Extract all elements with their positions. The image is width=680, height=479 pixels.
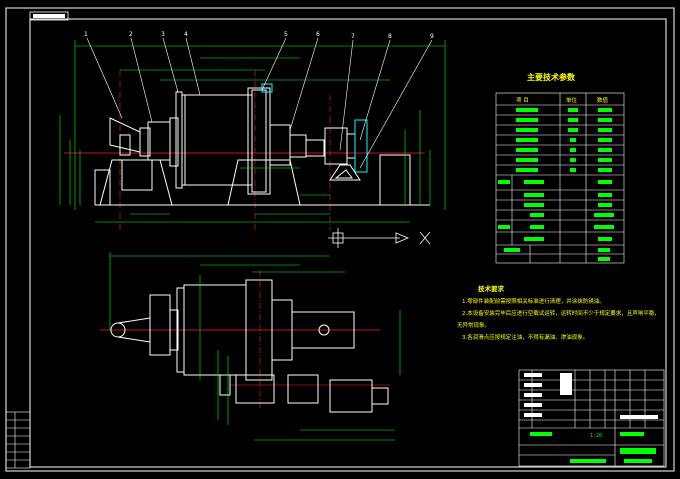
drive-unit [305, 119, 368, 181]
title-block [518, 369, 665, 467]
balloon-8: 8 [388, 33, 392, 40]
balloon-7: 7 [351, 33, 355, 40]
balloon-5: 5 [284, 31, 288, 38]
outer-frame [5, 7, 675, 472]
balloon-3: 3 [161, 31, 165, 38]
left-bearing [99, 159, 173, 206]
feed-end [109, 117, 171, 161]
balloon-1: 1 [84, 31, 88, 38]
balloon-2: 2 [129, 31, 133, 38]
header-item: 项 目 [516, 97, 529, 104]
view-direction-arrow [328, 228, 431, 248]
balloon-6: 6 [316, 31, 320, 38]
inner-frame [29, 18, 667, 468]
note-3: 3.各润滑点应按规定注油，不得有漏油、渗油现象。 [462, 333, 588, 341]
leader-lines [86, 37, 433, 169]
top-dimensions [59, 40, 446, 223]
title-stamp-fill [33, 14, 65, 18]
balloon-9: 9 [430, 33, 434, 40]
plan-drive [219, 374, 389, 413]
table-headers: 项 目 单位 数值 [516, 96, 609, 104]
parameter-table [495, 92, 625, 264]
mill-cylinder [169, 91, 253, 189]
left-margin-strip [5, 411, 31, 469]
plan-dimensions [109, 252, 401, 441]
part-balloons: 1 2 3 4 5 6 7 8 9 [84, 31, 434, 40]
header-value: 数值 [597, 96, 609, 104]
plan-gear [245, 279, 355, 381]
note-2: 2.本设备安装完毕后应进行空载试运转，运转时间不少于规定要求，且声响平稳， [462, 309, 660, 317]
notes-title: 技术要求 [478, 284, 505, 293]
table-cells [498, 108, 614, 261]
balloon-4: 4 [184, 31, 188, 38]
note-2-cont: 无异常现象。 [457, 321, 490, 329]
girth-gear [247, 83, 273, 195]
table-title: 主要技术参数 [527, 72, 576, 82]
technical-notes: 1.零部件装配前需按照相关标准进行清理，并涂抹防锈油。 2.本设备安装完毕后应进… [457, 297, 660, 341]
title-stamp-box [29, 11, 69, 21]
title-block-fills [524, 373, 658, 419]
scale-text: 1:20 [590, 433, 602, 439]
right-bearing [227, 124, 307, 206]
title-block-lower [530, 432, 656, 463]
header-unit: 单位 [566, 96, 578, 104]
note-1: 1.零部件装配前需按照相关标准进行清理，并涂抹防锈油。 [462, 297, 605, 305]
foundation [94, 154, 430, 206]
